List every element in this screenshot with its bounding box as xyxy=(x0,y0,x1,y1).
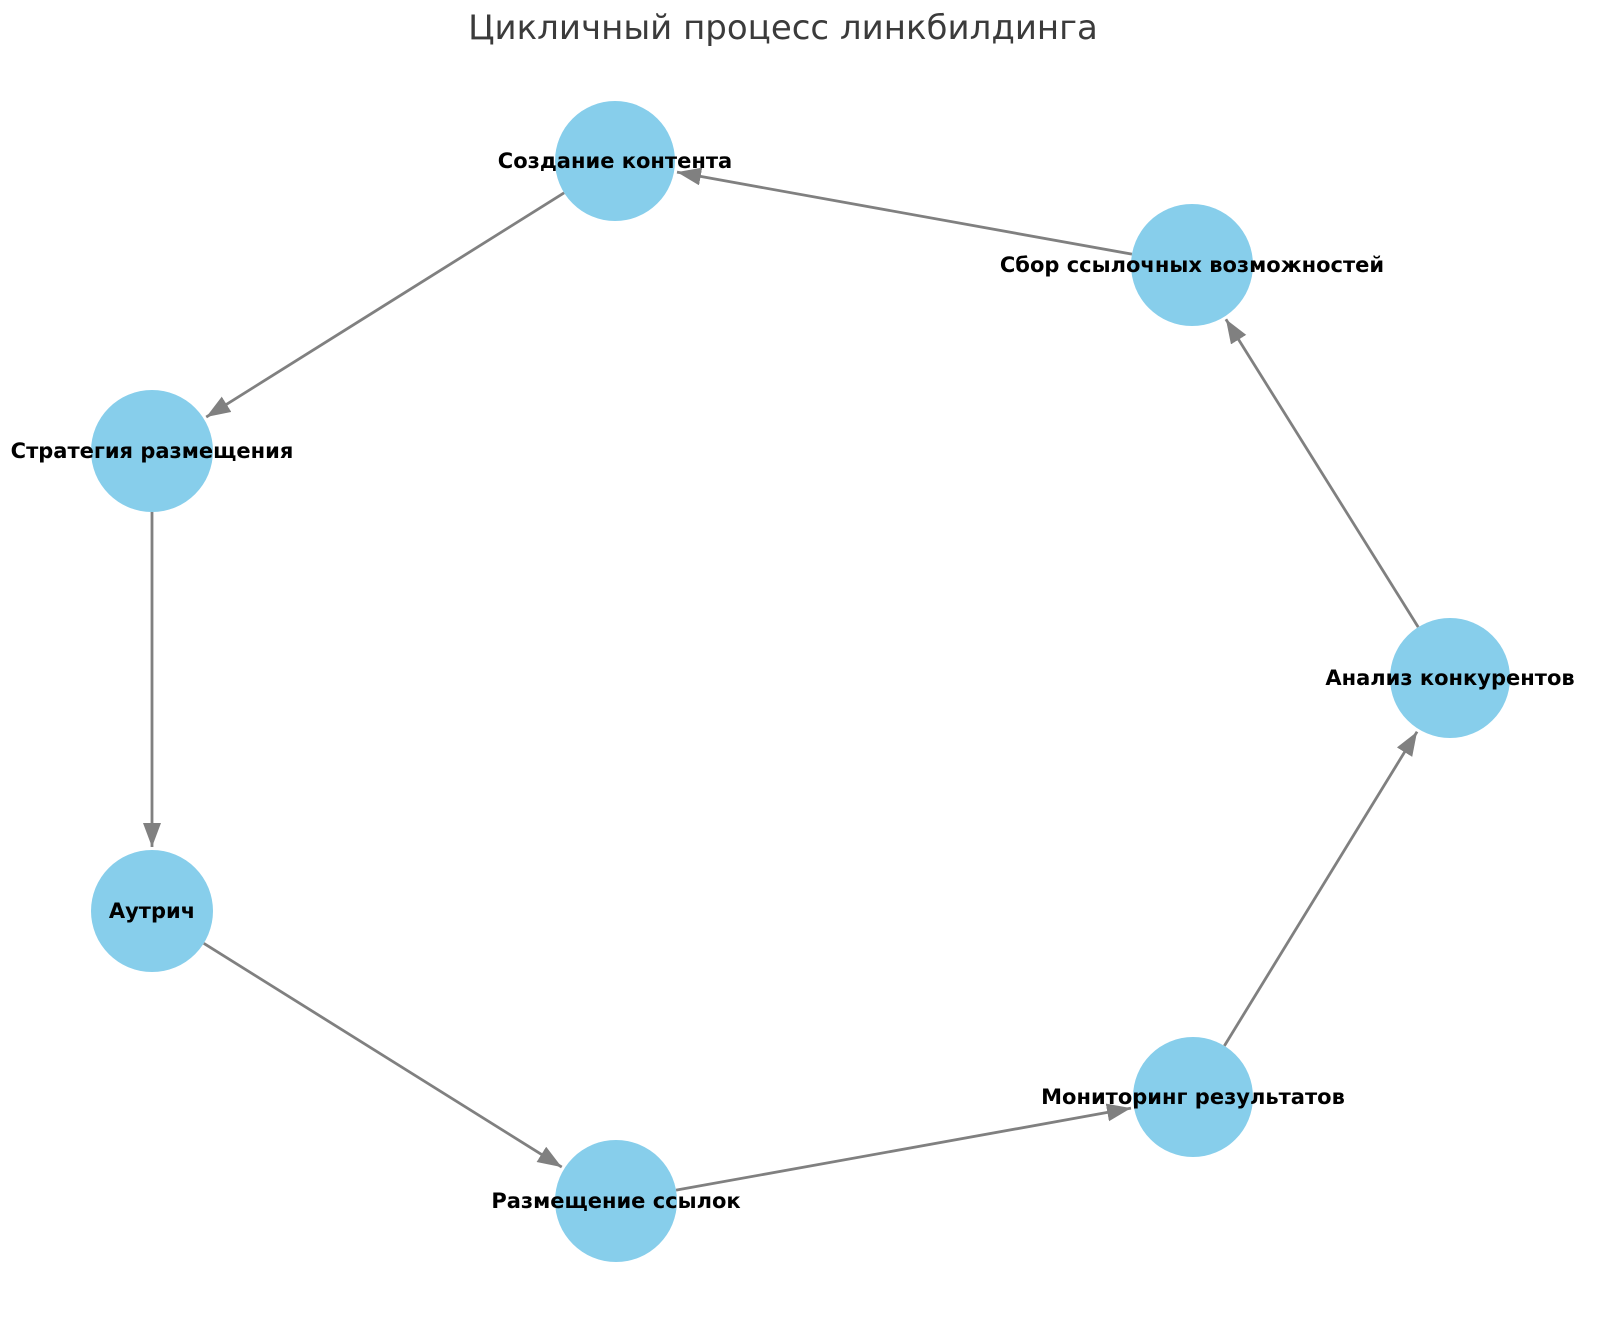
edge-razmeshchenie-ssylok-to-monitoring-rezultatov xyxy=(675,1103,1132,1192)
node-label-analiz-konkurentov: Анализ конкурентов xyxy=(1325,666,1575,690)
node-label-sozdanie-kontenta: Создание контента xyxy=(497,149,733,173)
node-label-razmeshchenie-ssylok: Размещение ссылок xyxy=(491,1189,741,1213)
node-analiz-konkurentov xyxy=(1390,618,1510,738)
edge-monitoring-rezultatov-to-analiz-konkurentov xyxy=(1223,730,1419,1047)
node-label-strategiya: Стратегия размещения xyxy=(10,439,294,463)
edges-group xyxy=(143,167,1420,1192)
node-label-monitoring-rezultatov: Мониторинг результатов xyxy=(1041,1085,1345,1109)
node-strategiya xyxy=(91,390,213,512)
node-autrich xyxy=(91,850,213,972)
edge-autrich-to-razmeshchenie-ssylok xyxy=(202,942,563,1169)
node-monitoring-rezultatov xyxy=(1133,1037,1253,1157)
edge-sbor-vozmozhnostey-to-sozdanie-kontenta xyxy=(676,167,1133,256)
diagram-title: Цикличный процесс линкбилдинга xyxy=(468,8,1098,48)
node-sbor-vozmozhnostey xyxy=(1131,204,1253,326)
node-label-autrich: Аутрич xyxy=(108,899,196,923)
node-razmeshchenie-ssylok xyxy=(555,1140,677,1262)
edge-analiz-konkurentov-to-sbor-vozmozhnostey xyxy=(1224,318,1420,628)
edge-sozdanie-kontenta-to-strategiya xyxy=(205,191,565,419)
node-label-sbor-vozmozhnostey: Сбор ссылочных возможностей xyxy=(999,253,1385,277)
node-sozdanie-kontenta xyxy=(555,101,675,221)
